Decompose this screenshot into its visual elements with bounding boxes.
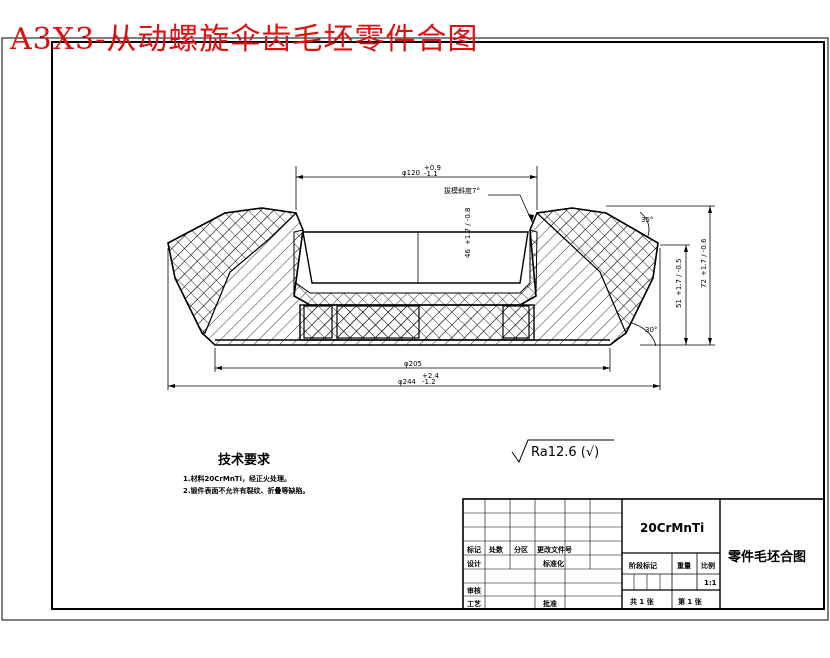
label-count: 处数 — [488, 545, 504, 554]
inner-frame — [51, 41, 825, 610]
web-center — [336, 305, 420, 339]
dim-bore-tol-upper: +0.9 — [424, 164, 441, 172]
dim-angle-top: 35° — [641, 216, 653, 224]
dimension-lines — [167, 166, 715, 390]
label-weight: 重量 — [677, 561, 691, 570]
label-check: 审核 — [467, 586, 481, 595]
tech-item-2: 2.锻件表面不允许有裂纹、折叠等缺陷。 — [183, 486, 310, 495]
dim-depth-tol: +1.7 / -0.8 — [464, 208, 472, 245]
material-text: 20CrMnTi — [640, 521, 704, 535]
outer-frame — [1, 37, 829, 621]
part-name-text: 零件毛坯合图 — [727, 549, 806, 565]
label-zone: 分区 — [514, 545, 528, 554]
label-process: 工艺 — [467, 599, 481, 608]
dim-angle-bottom: 30° — [645, 326, 657, 334]
scale-value: 1:1 — [704, 579, 717, 587]
label-design: 设计 — [467, 559, 481, 568]
roughness-text: Ra12.6 (√) — [531, 445, 599, 460]
tech-heading: 技术要求 — [218, 452, 271, 468]
lug-right — [502, 305, 530, 339]
lug-left — [303, 305, 333, 339]
label-std: 标准化 — [542, 559, 564, 568]
title-block-grid — [462, 498, 825, 610]
label-sheet-no: 第 1 张 — [678, 597, 703, 606]
dim-d205: φ205 — [404, 360, 422, 368]
dim-d244: φ244 — [398, 378, 417, 386]
draft-note: 拔模斜度7° — [444, 186, 480, 195]
dim-h-inner-tol: +1.7 / -0.5 — [675, 259, 683, 296]
tech-item-1: 1.材料20CrMnTi，经正火处理。 — [183, 474, 291, 483]
dim-h-outer: 72 — [700, 279, 708, 288]
label-stage: 阶段标记 — [629, 561, 657, 570]
dim-h-inner: 51 — [675, 299, 683, 308]
label-scale: 比例 — [701, 561, 715, 570]
dimension-arrows — [168, 175, 712, 388]
label-approve: 批准 — [543, 599, 557, 608]
dim-d244-tol-lower: -1.2 — [422, 378, 436, 386]
dim-d244-tol-upper: +2.4 — [422, 372, 440, 380]
dim-h-outer-tol: +1.7 / -0.6 — [700, 238, 708, 276]
roughness-symbol — [511, 439, 614, 464]
label-mark: 标记 — [466, 545, 481, 554]
dim-bore-tol-lower: -1.1 — [424, 170, 438, 178]
page-title: A3X3-从动螺旋伞齿毛坯零件合图 — [10, 22, 479, 57]
gear-outline-right — [535, 207, 659, 335]
label-sheets-total: 共 1 张 — [630, 597, 655, 606]
label-docno: 更改文件号 — [537, 545, 572, 554]
dim-bore: φ120 — [402, 169, 420, 177]
gear-outline-left — [167, 207, 298, 334]
dim-depth: 46 — [464, 249, 472, 258]
cup-cavity — [302, 231, 529, 284]
